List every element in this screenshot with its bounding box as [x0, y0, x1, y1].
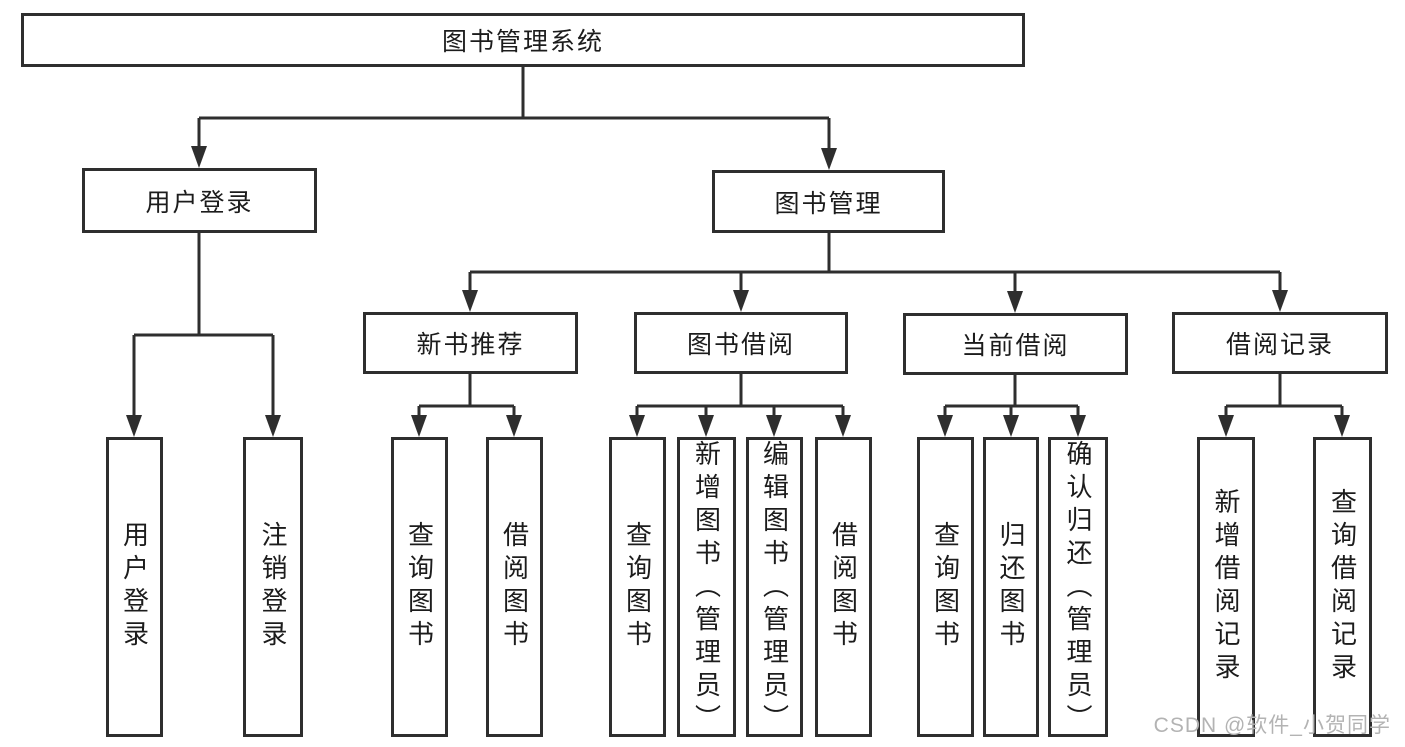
node-label: 图书管理 [774, 189, 883, 218]
node-book-management: 图书管理 [712, 170, 945, 233]
connector-book-borrow-to-leaves [635, 374, 845, 420]
leaf-borrow-books-recommend: 借阅图书 [486, 437, 543, 737]
node-label: 借阅记录 [1225, 331, 1334, 359]
node-borrow-records: 借阅记录 [1172, 312, 1388, 374]
node-label: 新书推荐 [416, 331, 525, 359]
leaf-user-login: 用户登录 [106, 437, 163, 737]
leaf-query-books-borrow: 查询图书 [609, 437, 666, 737]
node-label: 查询图书 [404, 521, 435, 653]
node-label: 新增图书（管理员） [691, 440, 722, 737]
leaf-add-borrow-record: 新增借阅记录 [1197, 437, 1255, 737]
leaf-add-book-admin: 新增图书（管理员） [677, 437, 736, 737]
node-library-system: 图书管理系统 [21, 13, 1025, 67]
leaf-query-borrow-record: 查询借阅记录 [1313, 437, 1372, 737]
node-label: 新增借阅记录 [1211, 488, 1241, 686]
arrowheads [126, 146, 1350, 437]
connector-new-book-recommend-to-leaves [417, 374, 516, 420]
node-label: 用户登录 [119, 521, 150, 653]
leaf-confirm-return-admin: 确认归还（管理员） [1048, 437, 1108, 737]
leaf-query-books-current: 查询图书 [917, 437, 974, 737]
node-label: 借阅图书 [499, 521, 530, 653]
node-label: 图书借阅 [686, 331, 795, 359]
node-label: 查询图书 [622, 521, 653, 653]
node-new-book-recommend: 新书推荐 [363, 312, 578, 374]
leaf-edit-book-admin: 编辑图书（管理员） [746, 437, 803, 737]
node-label: 借阅图书 [828, 521, 859, 653]
connector-book-management-to-level3 [468, 233, 1282, 296]
leaf-return-book: 归还图书 [983, 437, 1039, 737]
connector-root-to-level2 [197, 67, 831, 152]
node-label: 当前借阅 [961, 332, 1070, 360]
node-label: 归还图书 [996, 521, 1026, 653]
node-user-login: 用户登录 [82, 168, 317, 233]
node-label: 用户登录 [145, 188, 254, 217]
connector-current-borrow-to-leaves [943, 375, 1080, 420]
leaf-query-books-recommend: 查询图书 [391, 437, 448, 737]
connector-borrow-records-to-leaves [1224, 374, 1344, 420]
leaf-logout: 注销登录 [243, 437, 303, 737]
node-label: 查询图书 [930, 521, 961, 653]
node-current-borrow: 当前借阅 [903, 313, 1128, 375]
connector-user-login-to-leaves [132, 233, 275, 420]
csdn-watermark: CSDN @软件_小贺同学 [1153, 714, 1391, 737]
node-label: 图书管理系统 [441, 28, 604, 56]
node-label: 确认归还（管理员） [1063, 440, 1093, 737]
node-label: 查询借阅记录 [1327, 488, 1358, 686]
node-book-borrow: 图书借阅 [634, 312, 848, 374]
leaf-borrow-books: 借阅图书 [815, 437, 872, 737]
node-label: 注销登录 [258, 521, 288, 653]
node-label: 编辑图书（管理员） [759, 440, 790, 737]
